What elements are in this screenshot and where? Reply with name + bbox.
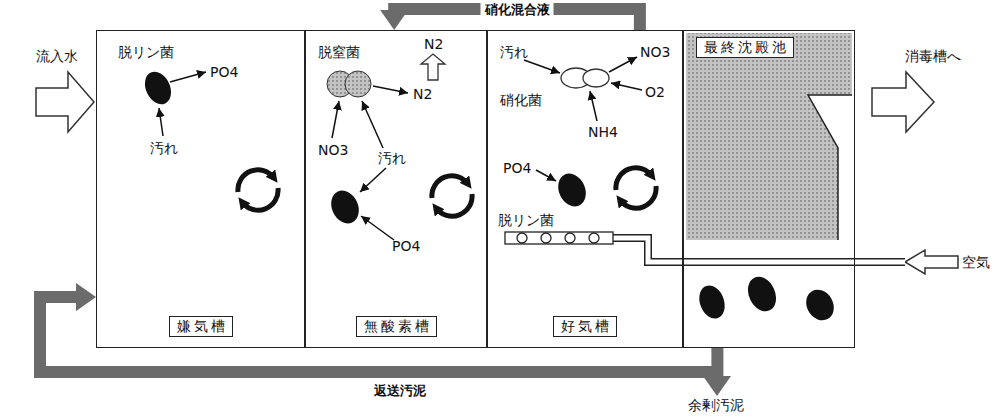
nitrifying-bacteria	[561, 68, 609, 88]
flow-label: 返送汚泥	[370, 383, 430, 398]
settled-sludge	[695, 272, 839, 325]
annotation-label: 汚れ	[150, 140, 178, 156]
tank-label: 好気槽	[553, 316, 617, 337]
reaction-arrow	[170, 72, 206, 82]
reaction-arrow	[361, 216, 394, 240]
outflow-arrow	[872, 72, 934, 132]
annotation-label: 硝化菌	[500, 92, 542, 108]
annotation-label: 空気	[962, 254, 990, 270]
air-pipe	[612, 238, 905, 262]
reaction-arrow	[332, 101, 339, 138]
reaction-arrow	[609, 57, 637, 72]
annotation-label: 脱リン菌	[498, 212, 554, 228]
tank-compartment: 嫌気槽	[96, 30, 305, 348]
mixing-arrows	[432, 176, 472, 216]
tank-compartment: 最終沈殿池	[683, 30, 855, 348]
tank-label: 嫌気槽	[169, 316, 233, 337]
phosphorus-bacteria	[140, 68, 176, 109]
annotation-label: PO4	[210, 64, 238, 80]
tank-label: 無酸素槽	[356, 316, 437, 337]
reaction-arrow	[362, 101, 383, 148]
reaction-arrow	[524, 60, 560, 73]
annotation-label: NO3	[318, 142, 348, 158]
phosphorus-bacteria	[326, 186, 364, 228]
phosphorus-bacteria	[553, 169, 591, 211]
tank-compartment: 好気槽	[487, 30, 683, 348]
diffuser	[505, 232, 613, 244]
tank-compartment: 無酸素槽	[305, 30, 487, 348]
inflow-arrow	[36, 72, 94, 132]
air-arrow	[905, 250, 958, 274]
annotation-label: 消毒槽へ	[905, 48, 961, 64]
settling-zone	[686, 33, 852, 240]
tank-label: 最終沈殿池	[696, 37, 794, 58]
denitrifying-bacteria	[327, 71, 371, 97]
annotation-label: O2	[645, 84, 665, 100]
reaction-arrow	[590, 91, 597, 121]
reaction-arrow	[360, 168, 386, 192]
annotation-label: NO3	[640, 44, 670, 60]
annotation-label: PO4	[392, 238, 420, 254]
flow-label: 硝化混合液	[481, 2, 554, 17]
annotation-label: 汚れ	[378, 150, 406, 166]
annotation-label: 汚れ	[500, 44, 528, 60]
reaction-arrow	[159, 108, 163, 136]
reaction-arrow	[611, 83, 642, 90]
reaction-arrow	[536, 170, 556, 181]
annotation-label: NH4	[588, 124, 618, 140]
annotation-label: N2	[424, 36, 443, 52]
annotation-label: 脱リン菌	[118, 44, 174, 60]
flow-band	[40, 297, 717, 372]
nitrogen-release-arrow	[421, 54, 445, 80]
annotation-label: PO4	[503, 160, 531, 176]
reaction-arrow	[373, 86, 408, 93]
mixing-arrows	[238, 170, 278, 210]
annotation-label: N2	[413, 86, 432, 102]
annotation-label: 脱窒菌	[318, 44, 360, 60]
settling-baffle	[808, 95, 852, 240]
mixing-arrows	[616, 168, 656, 208]
annotation-label: 余剰汚泥	[688, 397, 744, 413]
annotation-label: 流入水	[36, 48, 78, 64]
